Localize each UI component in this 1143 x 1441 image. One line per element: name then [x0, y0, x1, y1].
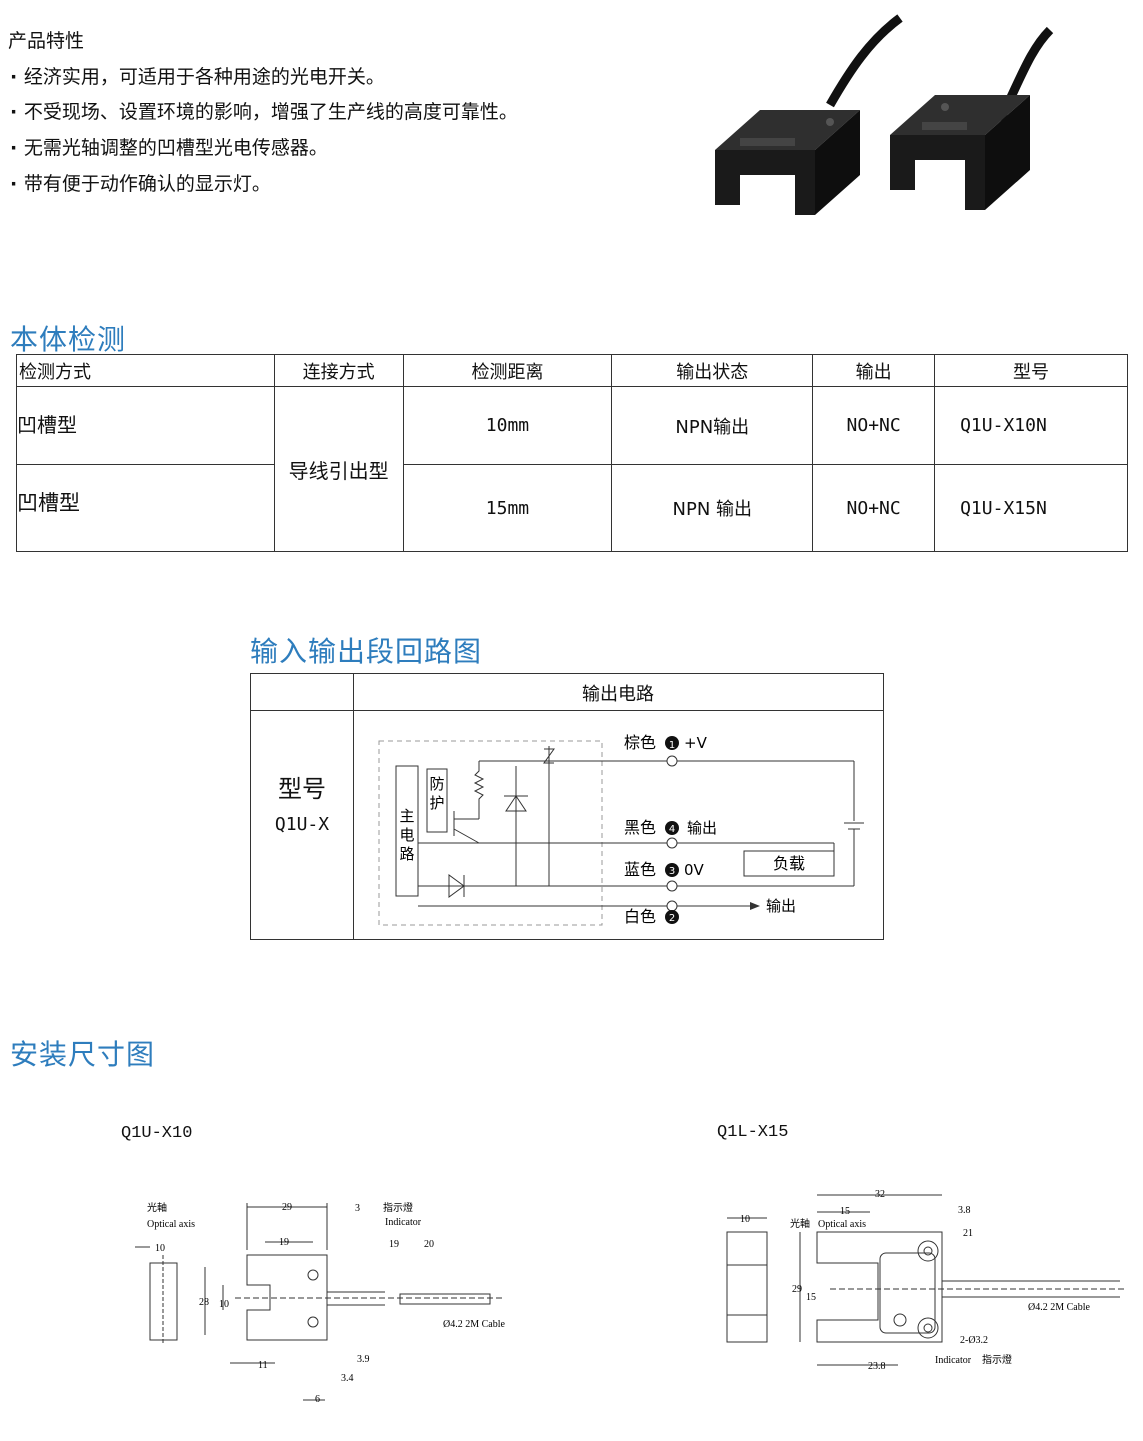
- indicator-en: Indicator: [385, 1217, 422, 1228]
- dim-label: 19: [279, 1237, 289, 1248]
- indicator-en: Indicator: [935, 1355, 972, 1366]
- optical-axis-cn: 光軸: [147, 1201, 167, 1214]
- io-diagram-box: 输出电路 型号 Q1U-X 主电路 防护: [250, 673, 884, 940]
- dim-label: 29: [282, 1202, 292, 1213]
- dim-label: 19: [389, 1239, 399, 1250]
- model-label: 型号: [278, 775, 326, 803]
- terminal-number: 2: [669, 913, 675, 924]
- output-state-cell: NPN 输出: [611, 464, 814, 552]
- dim-label: 23.8: [868, 1361, 886, 1372]
- feature-item: 不受现场、设置环境的影响，增强了生产线的高度可靠性。: [10, 97, 518, 124]
- cable-label: Ø4.2 2M Cable: [443, 1319, 506, 1330]
- holes-label: 2-Ø3.2: [960, 1335, 988, 1346]
- dim-label: 15: [840, 1206, 850, 1217]
- divider: [353, 674, 354, 939]
- terminal-signal: 输出: [766, 897, 796, 915]
- terminal-color: 黑色: [624, 818, 656, 837]
- dim-label: 10: [740, 1214, 750, 1225]
- spec-table: 检测方式 连接方式 检测距离 输出状态 输出 型号 凹槽型 导线引出型 10mm…: [16, 354, 1128, 552]
- output-state-cell: NPN输出: [611, 386, 814, 465]
- right-dimension-drawing: 10 光軸 Optical axis 32 15 3.8 21 29 15 Ø4…: [726, 1189, 1125, 1372]
- io-header: 输出电路: [582, 684, 654, 705]
- features-title: 产品特性: [8, 30, 85, 52]
- header-cell: 检测距离: [402, 354, 613, 387]
- dim-label: 3.8: [958, 1205, 971, 1216]
- terminal-number: 4: [669, 824, 675, 835]
- dim-label: 6: [315, 1394, 320, 1405]
- divider: [251, 710, 883, 711]
- protect-label: 防护: [429, 775, 444, 812]
- table-header-row: 检测方式 连接方式 检测距离 输出状态 输出 型号: [16, 354, 1128, 387]
- left-dimension-drawing: 光軸 Optical axis 指示燈 Indicator 10 29 3 19…: [135, 1201, 506, 1405]
- method-cell: 凹槽型: [16, 386, 275, 465]
- dim-label: 32: [875, 1189, 885, 1200]
- circuit-diagram: 主电路 防护: [378, 733, 864, 926]
- left-model-label: Q1U-X10: [121, 1124, 193, 1143]
- header-cell: 输出状态: [611, 354, 814, 387]
- optical-axis-en: Optical axis: [147, 1219, 195, 1230]
- dim-label: 3: [355, 1203, 360, 1214]
- cable-label: Ø4.2 2M Cable: [1028, 1302, 1091, 1313]
- dim-label: 29: [792, 1284, 802, 1295]
- optical-axis-en: Optical axis: [818, 1219, 866, 1230]
- terminal-color: 棕色: [624, 733, 656, 752]
- model-cell: Q1U-X10N: [934, 386, 1128, 465]
- terminal-signal: 输出: [687, 819, 717, 837]
- connection-cell: 导线引出型: [273, 386, 404, 552]
- model-cell: Q1U-X15N: [934, 464, 1128, 552]
- load-label: 负载: [773, 854, 805, 873]
- table-row: 凹槽型 15mm NPN 输出 NO+NC Q1U-X15N: [16, 464, 1128, 552]
- dim-label: 20: [424, 1239, 434, 1250]
- model-value: Q1U-X: [274, 814, 330, 835]
- feature-item: 带有便于动作确认的显示灯。: [10, 169, 271, 196]
- right-model-label: Q1L-X15: [717, 1123, 789, 1142]
- terminal-color: 白色: [624, 907, 656, 926]
- terminal-number: 3: [669, 866, 675, 877]
- dim-label: 3.9: [357, 1354, 370, 1365]
- dim-label: 10: [219, 1299, 229, 1310]
- header-cell: 检测方式: [16, 354, 275, 387]
- method-cell: 凹槽型: [16, 464, 275, 552]
- optical-axis-cn: 光軸: [790, 1217, 810, 1230]
- feature-item: 经济实用，可适用于各种用途的光电开关。: [10, 62, 385, 89]
- dim-label: 28: [199, 1297, 209, 1308]
- output-cell: NO+NC: [812, 464, 936, 552]
- distance-cell: 10mm: [402, 386, 613, 465]
- terminal-number: 1: [669, 740, 675, 751]
- feature-item: 无需光轴调整的凹槽型光电传感器。: [10, 133, 328, 160]
- header-cell: 连接方式: [273, 354, 404, 387]
- dim-label: 10: [155, 1243, 165, 1254]
- terminal-signal: +V: [684, 734, 708, 752]
- product-photo: [715, 14, 1054, 215]
- main-circuit-label: 主电路: [399, 807, 414, 863]
- terminal-color: 蓝色: [624, 860, 656, 879]
- spec-section-title: 本体检测: [10, 323, 127, 356]
- indicator-cn: 指示燈: [383, 1201, 413, 1214]
- io-section-title: 输入输出段回路图: [250, 635, 483, 668]
- output-cell: NO+NC: [812, 386, 936, 465]
- dim-label: 3.4: [341, 1373, 354, 1384]
- dim-label: 11: [258, 1360, 268, 1371]
- distance-cell: 15mm: [402, 464, 613, 552]
- install-section-title: 安装尺寸图: [10, 1038, 156, 1071]
- header-cell: 输出: [812, 354, 936, 387]
- header-cell: 型号: [934, 354, 1128, 387]
- table-row: 凹槽型 导线引出型 10mm NPN输出 NO+NC Q1U-X10N: [16, 386, 1128, 552]
- dim-label: 21: [963, 1228, 973, 1239]
- dim-label: 15: [806, 1292, 816, 1303]
- terminal-signal: 0V: [684, 861, 705, 879]
- indicator-cn: 指示燈: [982, 1353, 1012, 1366]
